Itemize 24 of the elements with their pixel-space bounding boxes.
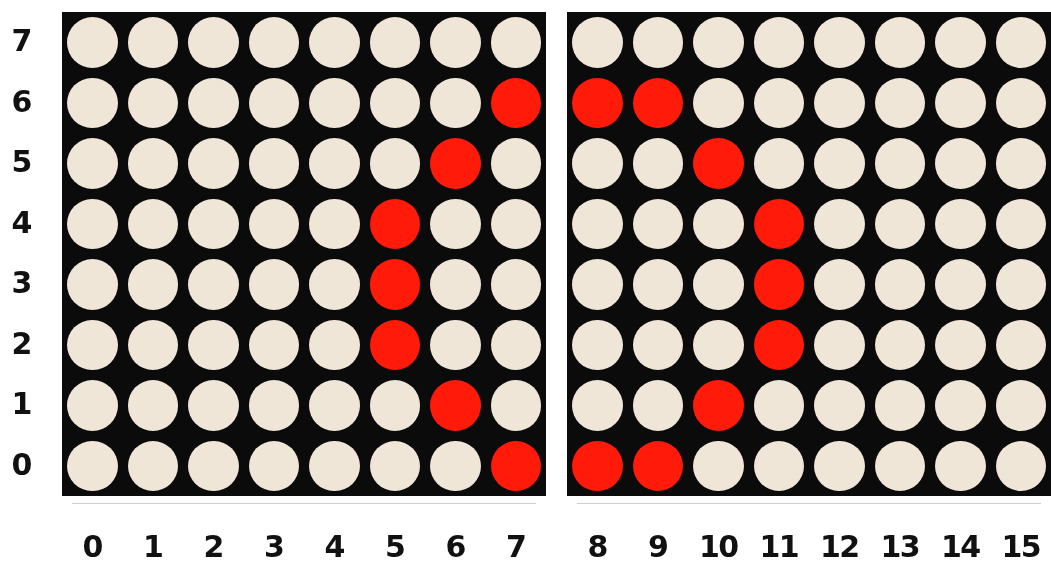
column-number: 10 xyxy=(697,532,739,562)
row-number: 6 xyxy=(10,86,34,117)
column-number: 7 xyxy=(505,532,527,562)
row-number: 0 xyxy=(10,449,34,480)
column-number: 0 xyxy=(81,532,103,562)
column-number: 14 xyxy=(939,532,981,562)
row-number: 5 xyxy=(10,147,34,178)
row-number: 7 xyxy=(10,26,34,57)
row-number: 2 xyxy=(10,328,34,359)
column-number: 11 xyxy=(758,532,800,562)
row-number: 1 xyxy=(10,389,34,420)
column-number: 6 xyxy=(444,532,466,562)
column-number: 13 xyxy=(879,532,921,562)
row-number: 3 xyxy=(10,268,34,299)
row-number: 4 xyxy=(10,207,34,238)
column-number: 3 xyxy=(263,532,285,562)
column-number: 1 xyxy=(142,532,164,562)
column-number: 9 xyxy=(647,532,669,562)
column-number: 5 xyxy=(384,532,406,562)
column-number: 15 xyxy=(1000,532,1042,562)
column-number: 4 xyxy=(323,532,345,562)
column-number: 8 xyxy=(586,532,608,562)
column-number: 2 xyxy=(202,532,224,562)
column-number: 12 xyxy=(818,532,860,562)
